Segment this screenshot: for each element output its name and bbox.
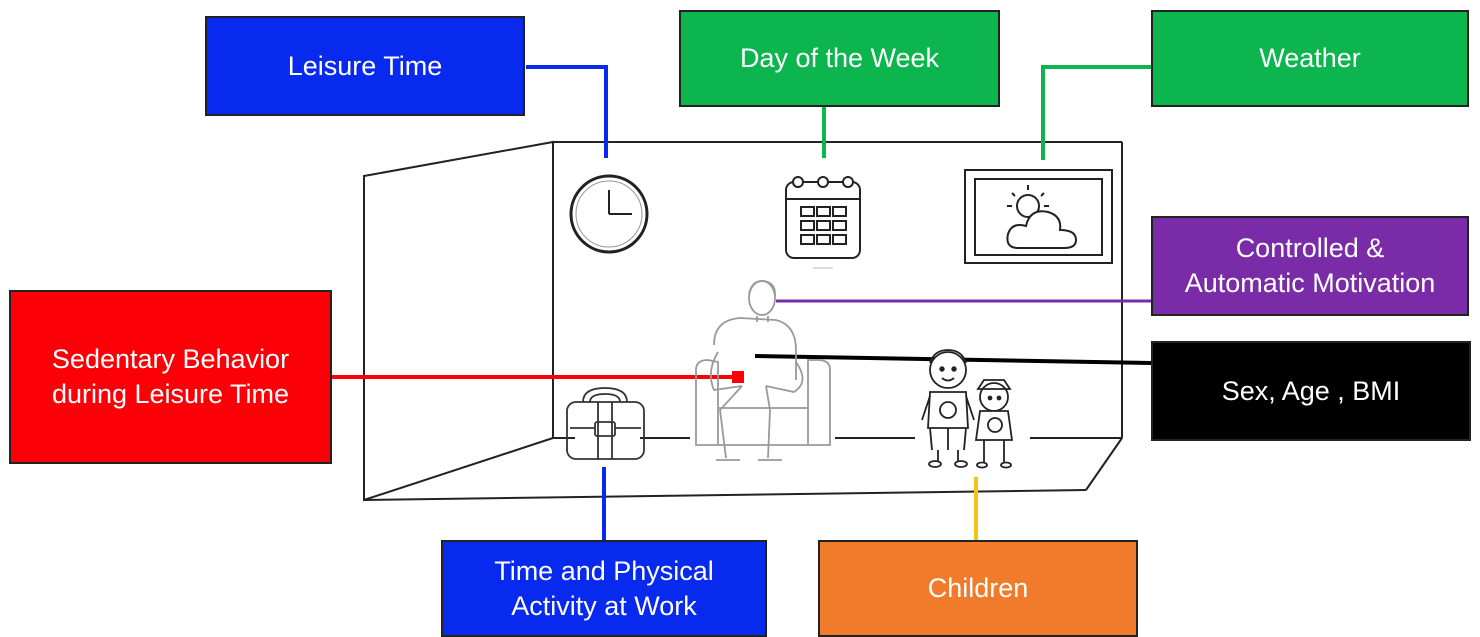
weather-box: Weather	[1151, 10, 1469, 107]
leisure-time-label: Leisure Time	[287, 50, 443, 81]
leisure-connector	[526, 65, 608, 158]
clock-icon	[569, 174, 649, 254]
weather-label: Weather	[1259, 43, 1361, 74]
work-label-line1: Time and Physical	[494, 555, 714, 586]
connector-lines	[332, 65, 1152, 540]
sex-age-bmi-box: Sex, Age , BMI	[1151, 341, 1471, 441]
day-of-week-label: Day of the Week	[739, 43, 940, 74]
room-outline	[363, 140, 1123, 502]
sedentary-marker	[732, 371, 744, 383]
work-label-line2: Activity at Work	[511, 590, 697, 621]
calendar-icon	[785, 176, 861, 269]
sex-age-bmi-label: Sex, Age , BMI	[1221, 375, 1401, 406]
weather-connector	[1041, 65, 1151, 160]
motivation-label-line2: Automatic Motivation	[1184, 268, 1436, 298]
sedentary-label-line1: Sedentary Behavior	[51, 344, 290, 375]
motivation-box: Controlled & Automatic Motivation	[1151, 216, 1469, 316]
leisure-time-box: Leisure Time	[205, 16, 525, 116]
briefcase-icon	[566, 387, 645, 460]
work-activity-box: Time and Physical Activity at Work	[441, 540, 767, 637]
motivation-label-line1: Controlled &	[1235, 233, 1385, 264]
children-icon	[921, 349, 1014, 469]
weather-window-icon	[964, 169, 1113, 264]
day-of-week-box: Day of the Week	[679, 10, 1000, 107]
children-box: Children	[818, 540, 1138, 637]
sedentary-label-line2: during Leisure Time	[51, 379, 290, 409]
sedentary-behavior-box: Sedentary Behavior during Leisure Time	[9, 290, 332, 464]
seated-man-icon	[695, 280, 831, 461]
children-label: Children	[927, 573, 1029, 604]
